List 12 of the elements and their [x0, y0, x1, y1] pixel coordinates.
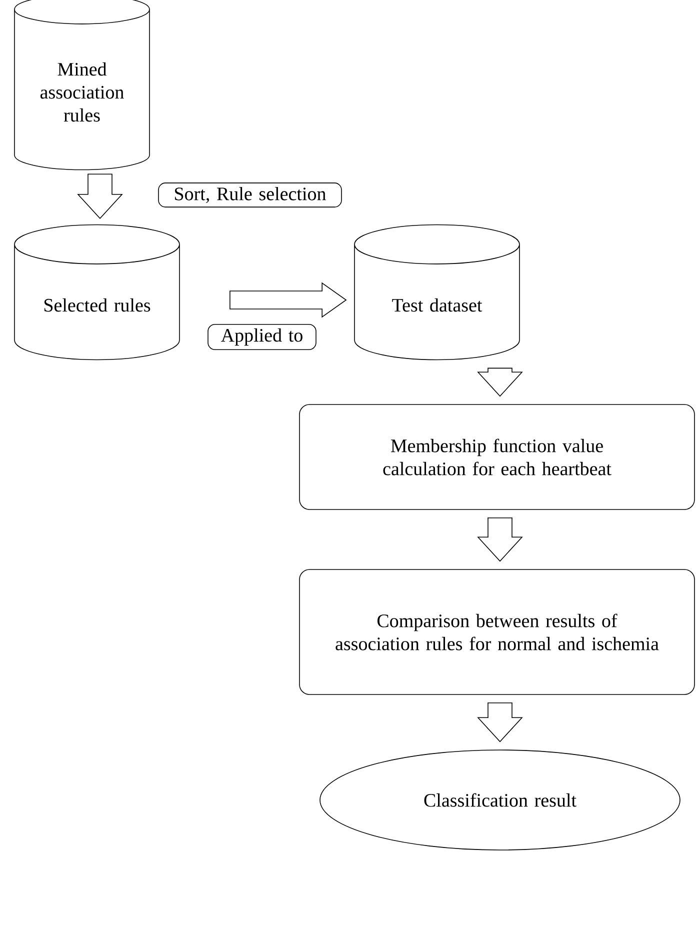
block-arrow	[77, 174, 123, 219]
block-arrow	[230, 282, 347, 318]
block-arrow	[477, 368, 523, 397]
storage-cylinder: Test dataset	[354, 224, 520, 360]
block-arrow	[477, 518, 523, 562]
edge-label: Applied to	[208, 324, 316, 350]
edge-label: Sort, Rule selection	[158, 182, 342, 208]
process-box: Comparison between results of association rules for normal and ischemia	[299, 569, 695, 695]
process-box: Membership function value calculation for each heartbeat	[299, 404, 695, 510]
storage-cylinder: Mined association rules	[14, 0, 150, 170]
block-arrow	[477, 702, 523, 742]
storage-cylinder: Selected rules	[14, 224, 180, 360]
